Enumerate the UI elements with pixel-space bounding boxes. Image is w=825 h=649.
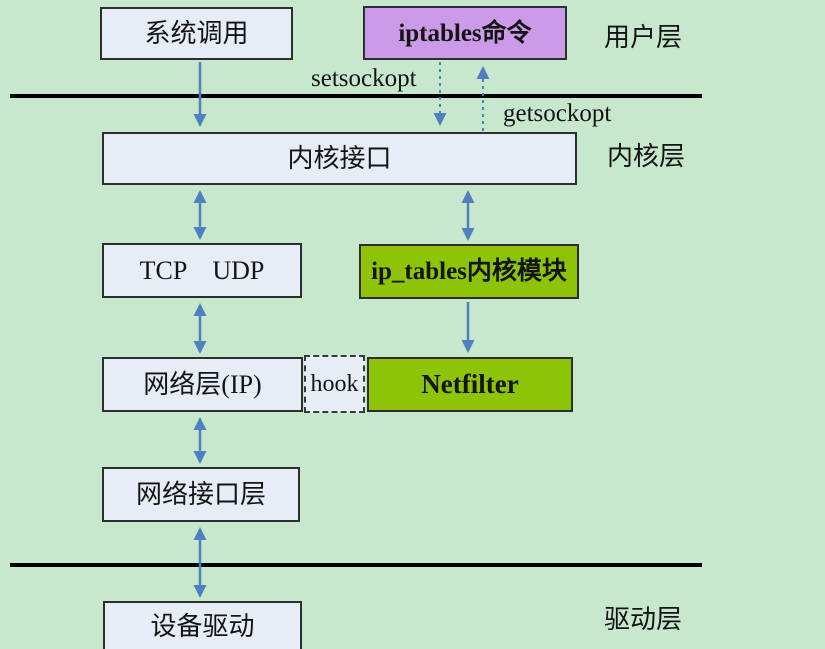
box-netfilter: Netfilter [367,357,573,412]
box-device-driver-label: 设备驱动 [150,612,255,641]
box-tcp-udp-label: TCP UDP [139,255,265,285]
box-network-layer-ip-label: 网络层(IP) [143,369,262,399]
box-hook-label: hook [310,371,359,397]
box-network-interface-layer: 网络接口层 [102,467,300,522]
box-system-call: 系统调用 [100,7,293,60]
label-getsockopt: getsockopt [503,100,612,127]
label-user-layer: 用户层 [604,23,683,52]
box-kernel-interface-label: 内核接口 [287,143,392,173]
label-driver-layer: 驱动层 [604,605,683,634]
box-iptables-command: iptables命令 [363,6,567,60]
box-netfilter-label: Netfilter [421,369,519,399]
box-network-interface-layer-label: 网络接口层 [135,479,266,509]
box-system-call-label: 系统调用 [144,18,249,48]
box-ip-tables-kernel-module: ip_tables内核模块 [359,244,579,299]
box-network-layer-ip: 网络层(IP) [102,357,303,412]
box-iptables-command-label: iptables命令 [398,19,532,47]
label-kernel-layer: 内核层 [607,142,686,171]
box-tcp-udp: TCP UDP [102,243,302,298]
box-device-driver: 设备驱动 [103,601,302,649]
box-kernel-interface: 内核接口 [102,132,577,185]
box-ip-tables-kernel-module-label: ip_tables内核模块 [371,258,567,285]
label-setsockopt: setsockopt [311,65,417,92]
box-hook: hook [304,355,365,413]
